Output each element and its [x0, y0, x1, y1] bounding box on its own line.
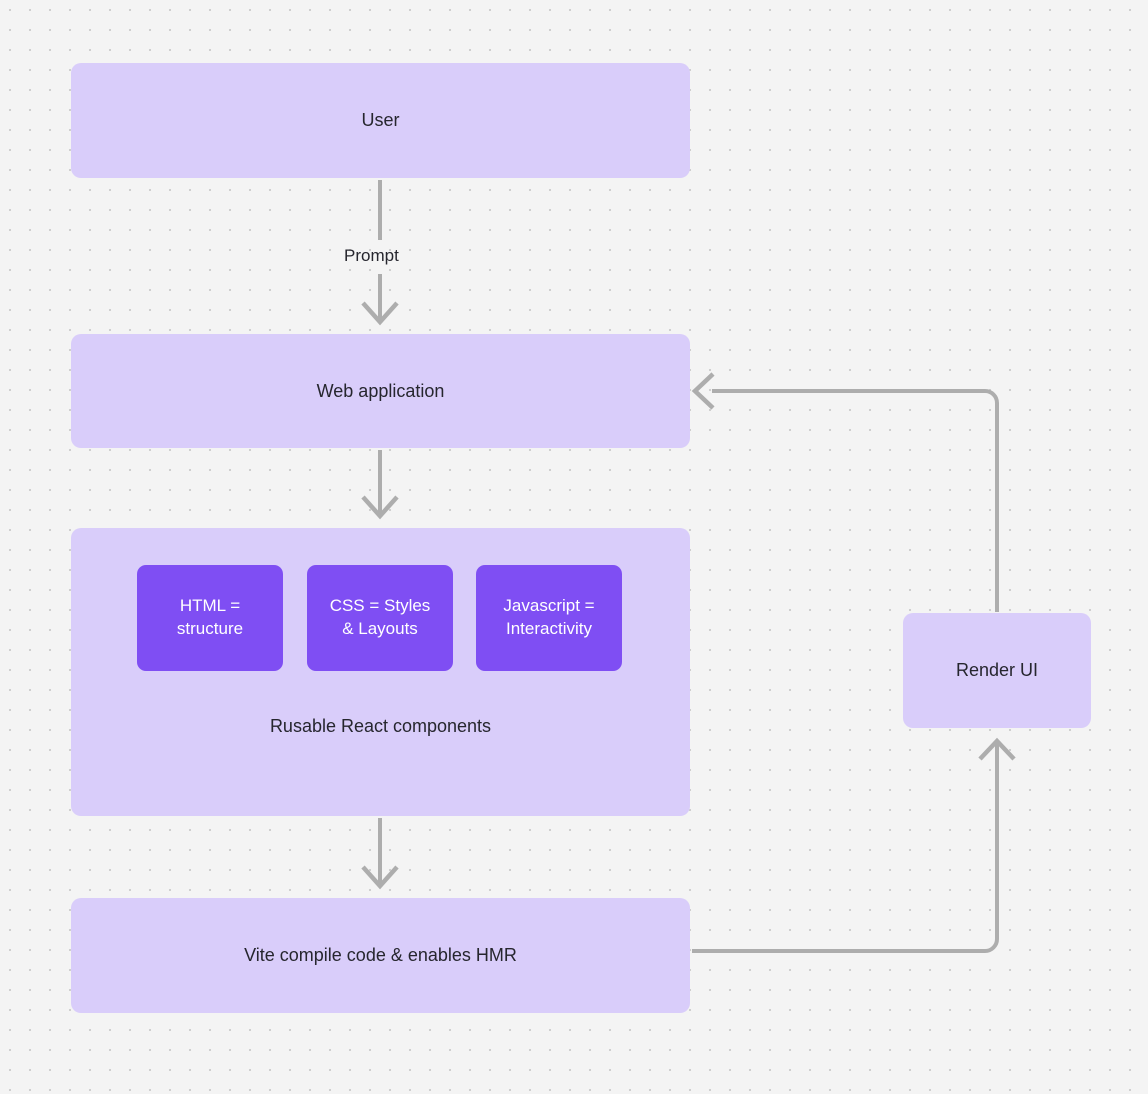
arrowhead-down-components [361, 495, 399, 520]
node-vite[interactable]: Vite compile code & enables HMR [71, 898, 690, 1013]
node-user-label: User [361, 110, 400, 131]
node-css[interactable]: CSS = Styles & Layouts [307, 565, 453, 671]
edge-vite-to-render [692, 742, 999, 953]
node-html-label-line2: structure [176, 619, 244, 638]
node-render-ui-label: Render UI [955, 660, 1039, 681]
node-html-label-line1: HTML = [179, 596, 241, 616]
edge-render-to-webapp [712, 389, 999, 612]
node-web-application-label: Web application [316, 380, 445, 401]
node-html[interactable]: HTML = structure [137, 565, 283, 671]
node-user[interactable]: User [71, 63, 690, 178]
node-web-application[interactable]: Web application [71, 334, 690, 448]
node-css-label-line1: CSS = Styles [329, 596, 431, 616]
arrowhead-up-render [978, 737, 1016, 761]
arrowhead-left-webapp [691, 372, 715, 410]
node-vite-label: Vite compile code & enables HMR [244, 945, 517, 966]
arrowhead-down-vite [361, 865, 399, 890]
node-react-components-caption: Rusable React components [269, 716, 492, 736]
arrowhead-down-webapp [361, 301, 399, 326]
node-render-ui[interactable]: Render UI [903, 613, 1091, 728]
node-javascript[interactable]: Javascript = Interactivity [476, 565, 622, 671]
node-javascript-label-line1: Javascript = [503, 596, 595, 616]
node-css-label-line2: & Layouts [342, 619, 418, 638]
node-javascript-label-line2: Interactivity [506, 619, 592, 638]
edge-label-prompt: Prompt [344, 246, 399, 265]
